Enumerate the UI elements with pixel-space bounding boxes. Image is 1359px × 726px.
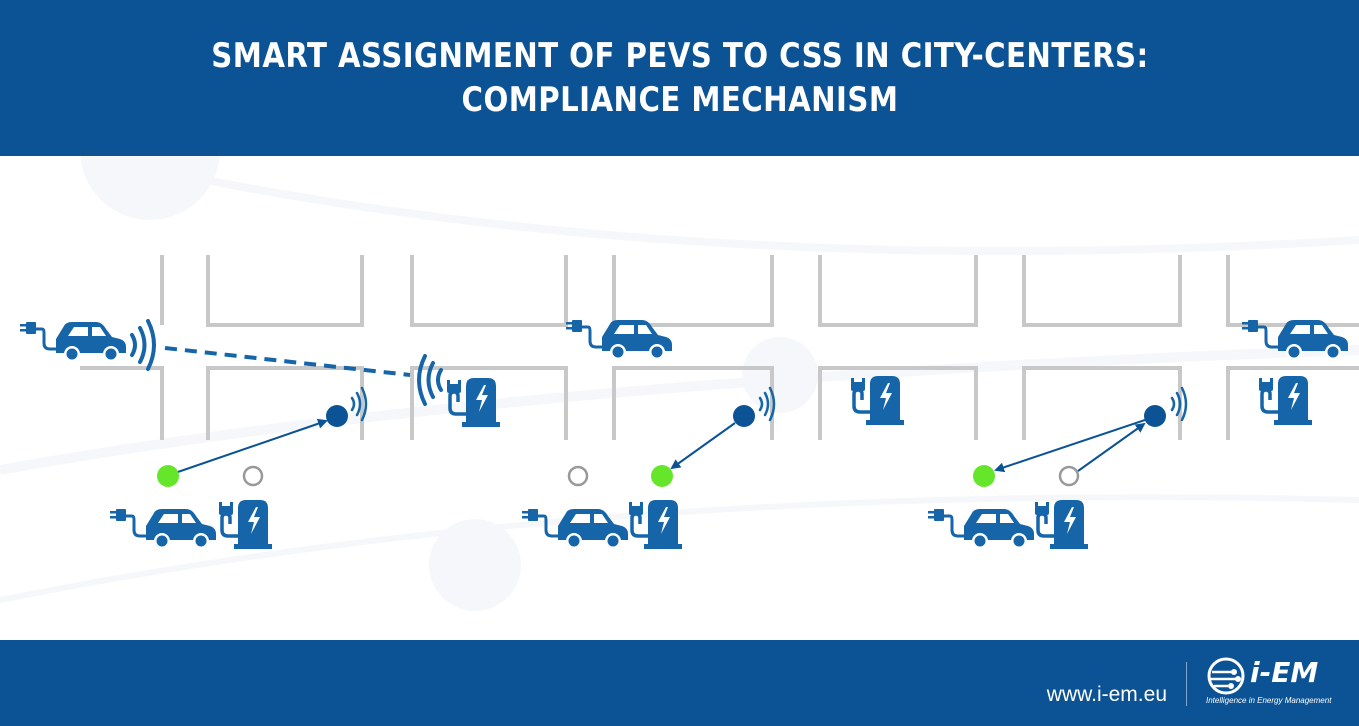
status-dot-available bbox=[157, 465, 179, 487]
ev-car-icon bbox=[18, 320, 128, 364]
panel-3 bbox=[926, 386, 1188, 551]
status-dot-unavailable bbox=[567, 465, 589, 487]
compliance-diagram bbox=[0, 156, 1359, 611]
status-dot-unavailable bbox=[242, 465, 264, 487]
logo-wordmark: i-EM bbox=[1250, 656, 1319, 689]
background-decoration bbox=[0, 156, 1359, 611]
footer-bar: www.i-em.eu i-EM Intelligence in Energy … bbox=[0, 640, 1359, 726]
status-dot-unavailable bbox=[1058, 465, 1080, 487]
controller-node-icon bbox=[1144, 405, 1166, 427]
charging-station-icon bbox=[849, 374, 906, 427]
website-link[interactable]: www.i-em.eu bbox=[1046, 683, 1167, 706]
controller-node-icon bbox=[326, 405, 348, 427]
street-grid bbox=[80, 255, 1359, 440]
ev-car-icon bbox=[926, 507, 1036, 551]
brand-logo: i-EM Intelligence in Energy Management bbox=[1206, 654, 1336, 716]
dashed-communication-line bbox=[164, 346, 411, 377]
page-title-line-1: SMART ASSIGNMENT OF PEVS TO CSS IN CITY-… bbox=[210, 36, 1149, 76]
ev-car-icon bbox=[108, 507, 218, 551]
header-banner: SMART ASSIGNMENT OF PEVS TO CSS IN CITY-… bbox=[0, 0, 1359, 156]
logo-tagline: Intelligence in Energy Management bbox=[1206, 696, 1332, 705]
charging-station-icon bbox=[1257, 374, 1314, 427]
panel-1 bbox=[108, 386, 368, 551]
charging-station-icon bbox=[217, 498, 274, 551]
controller-node-icon bbox=[733, 405, 755, 427]
signal-waves-icon bbox=[417, 354, 443, 406]
signal-waves-icon bbox=[130, 319, 156, 371]
charging-station-icon bbox=[445, 376, 502, 429]
panel-2 bbox=[520, 386, 776, 551]
charging-station-icon bbox=[627, 498, 684, 551]
charging-station-icon bbox=[1033, 498, 1090, 551]
footer-divider bbox=[1186, 662, 1187, 706]
status-dot-available bbox=[651, 465, 673, 487]
page-title-line-2: COMPLIANCE MECHANISM bbox=[461, 80, 898, 120]
status-dot-available bbox=[973, 465, 995, 487]
logo-globe-icon bbox=[1207, 657, 1245, 695]
